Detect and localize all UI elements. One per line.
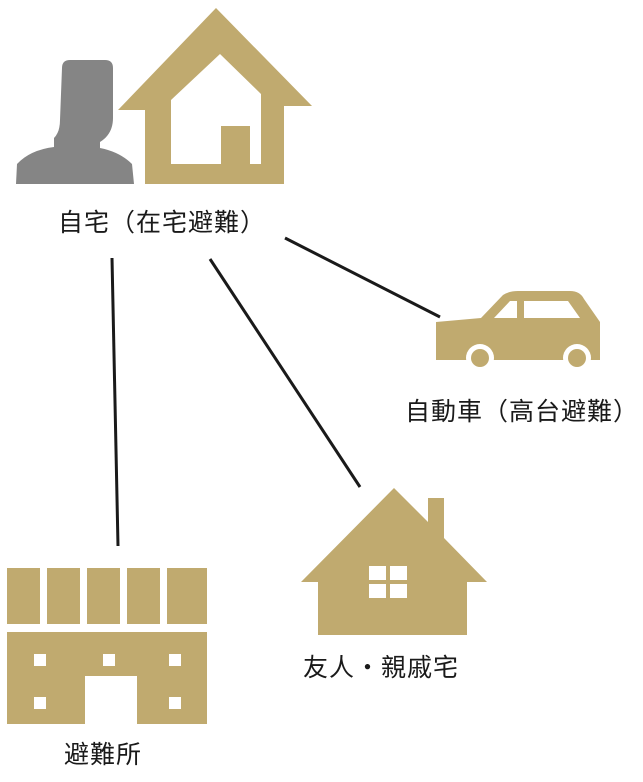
person-icon [16, 60, 134, 184]
window-icon [369, 566, 407, 598]
car-label: 自動車（高台避難） [405, 397, 640, 426]
shelter-label: 避難所 [64, 740, 143, 769]
edge-home-shelter [110, 257, 120, 547]
home-node-icon [16, 8, 312, 184]
edge-home-friend [208, 258, 362, 488]
house-icon [118, 8, 312, 184]
edge-home-car [284, 236, 441, 319]
friend-house-icon [301, 488, 487, 635]
car-icon [436, 291, 600, 372]
building-icon [7, 568, 207, 724]
friend-label: 友人・親戚宅 [303, 653, 460, 682]
home-label: 自宅（在宅避難） [58, 208, 267, 237]
